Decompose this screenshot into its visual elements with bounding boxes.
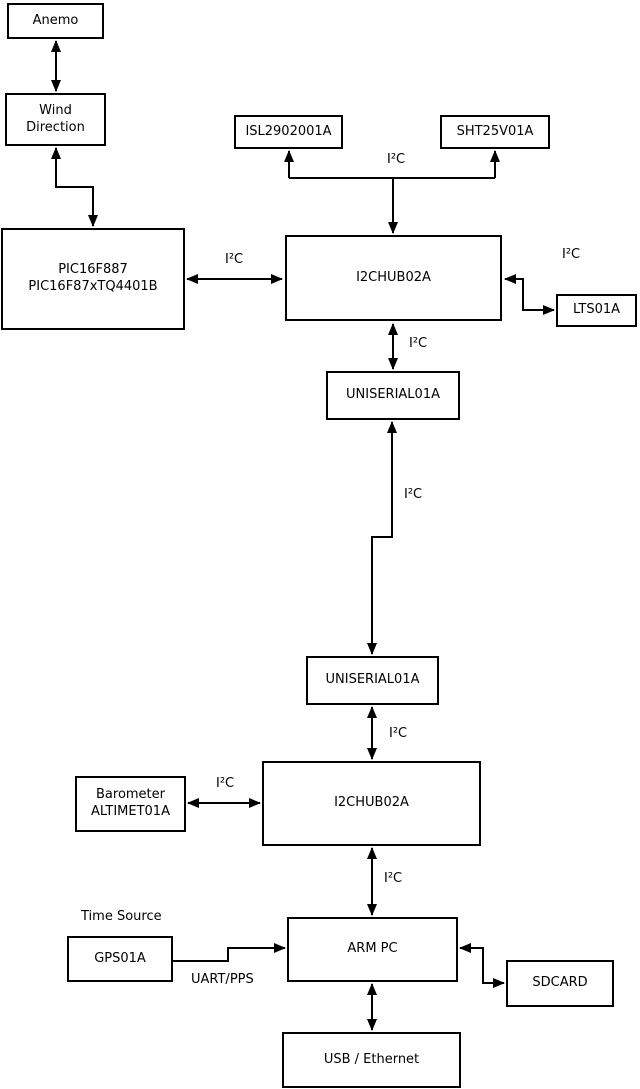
node-uniserial01a-1: UNISERIAL01A	[326, 371, 460, 420]
node-barometer-altimet01a: Barometer ALTIMET01A	[75, 776, 186, 832]
node-sht25v01a: SHT25V01A	[440, 115, 550, 149]
label-i2c-sensor-branch: I²C	[387, 152, 406, 167]
label-time-source: Time Source	[81, 909, 162, 924]
node-lts01a: LTS01A	[556, 294, 637, 327]
label-uart-pps: UART/PPS	[191, 972, 254, 987]
node-pic16f887: PIC16F887 PIC16F87xTQ4401B	[1, 228, 185, 330]
connector-uniserial1-uniserial2	[367, 421, 397, 655]
label-i2c-barometer-hub2: I²C	[216, 776, 235, 791]
label-i2c-uniserial2-hub2: I²C	[389, 726, 408, 741]
node-sdcard: SDCARD	[506, 960, 614, 1007]
node-wind-direction: Wind Direction	[5, 93, 106, 146]
connector-armpc-sdcard	[459, 943, 505, 988]
node-gps01a: GPS01A	[67, 936, 173, 982]
connector-gps-armpc	[173, 943, 286, 962]
node-i2chub02a-1: I2CHUB02A	[285, 235, 502, 321]
label-i2c-hub1-uniserial1: I²C	[409, 336, 428, 351]
label-i2c-pic-hub1: I²C	[225, 252, 244, 267]
label-i2c-hub2-armpc: I²C	[384, 871, 403, 886]
node-i2chub02a-2: I2CHUB02A	[262, 761, 481, 846]
label-i2c-hub1-lts: I²C	[562, 247, 581, 262]
node-isl2902001a: ISL2902001A	[234, 115, 343, 149]
label-i2c-uniserial-link: I²C	[404, 487, 423, 502]
connector-hub1-lts	[504, 274, 555, 315]
node-anemo: Anemo	[7, 3, 104, 39]
node-usb-ethernet: USB / Ethernet	[282, 1032, 461, 1088]
node-uniserial01a-2: UNISERIAL01A	[306, 656, 439, 705]
node-arm-pc: ARM PC	[287, 917, 458, 982]
connector-wind-pic	[51, 147, 98, 227]
